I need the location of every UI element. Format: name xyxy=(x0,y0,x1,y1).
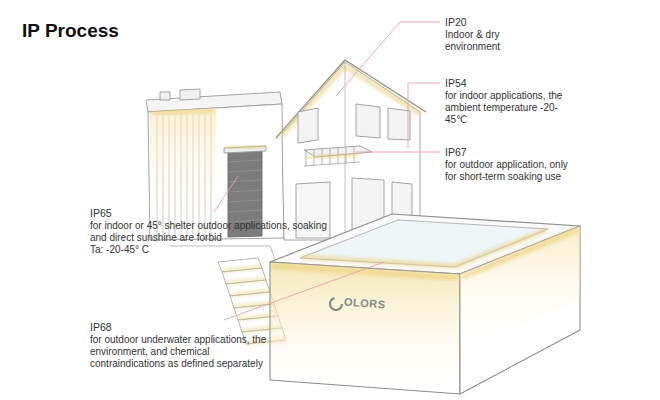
leader-lines xyxy=(214,22,440,320)
ip-code: IP68 xyxy=(90,321,112,334)
ip-code: IP67 xyxy=(445,146,467,159)
ip-description: for indoor or 45° shelter outdoor applic… xyxy=(90,220,328,244)
brand-logo: OLORS xyxy=(344,296,386,312)
ip-code: IP20 xyxy=(445,16,467,29)
page-title: IP Process xyxy=(22,20,119,43)
ip-code: IP54 xyxy=(445,77,467,90)
ip-description: for outdoor application, only for short-… xyxy=(445,159,570,183)
ip-description: for indoor applications, the ambient tem… xyxy=(445,90,573,126)
ip-code: IP65 xyxy=(90,207,112,220)
temperature-note: Ta: -20-45° C xyxy=(90,244,149,256)
ip-description: for outdoor underwater applications, the… xyxy=(90,334,272,370)
ip-description: Indoor & dry environment xyxy=(445,29,525,53)
